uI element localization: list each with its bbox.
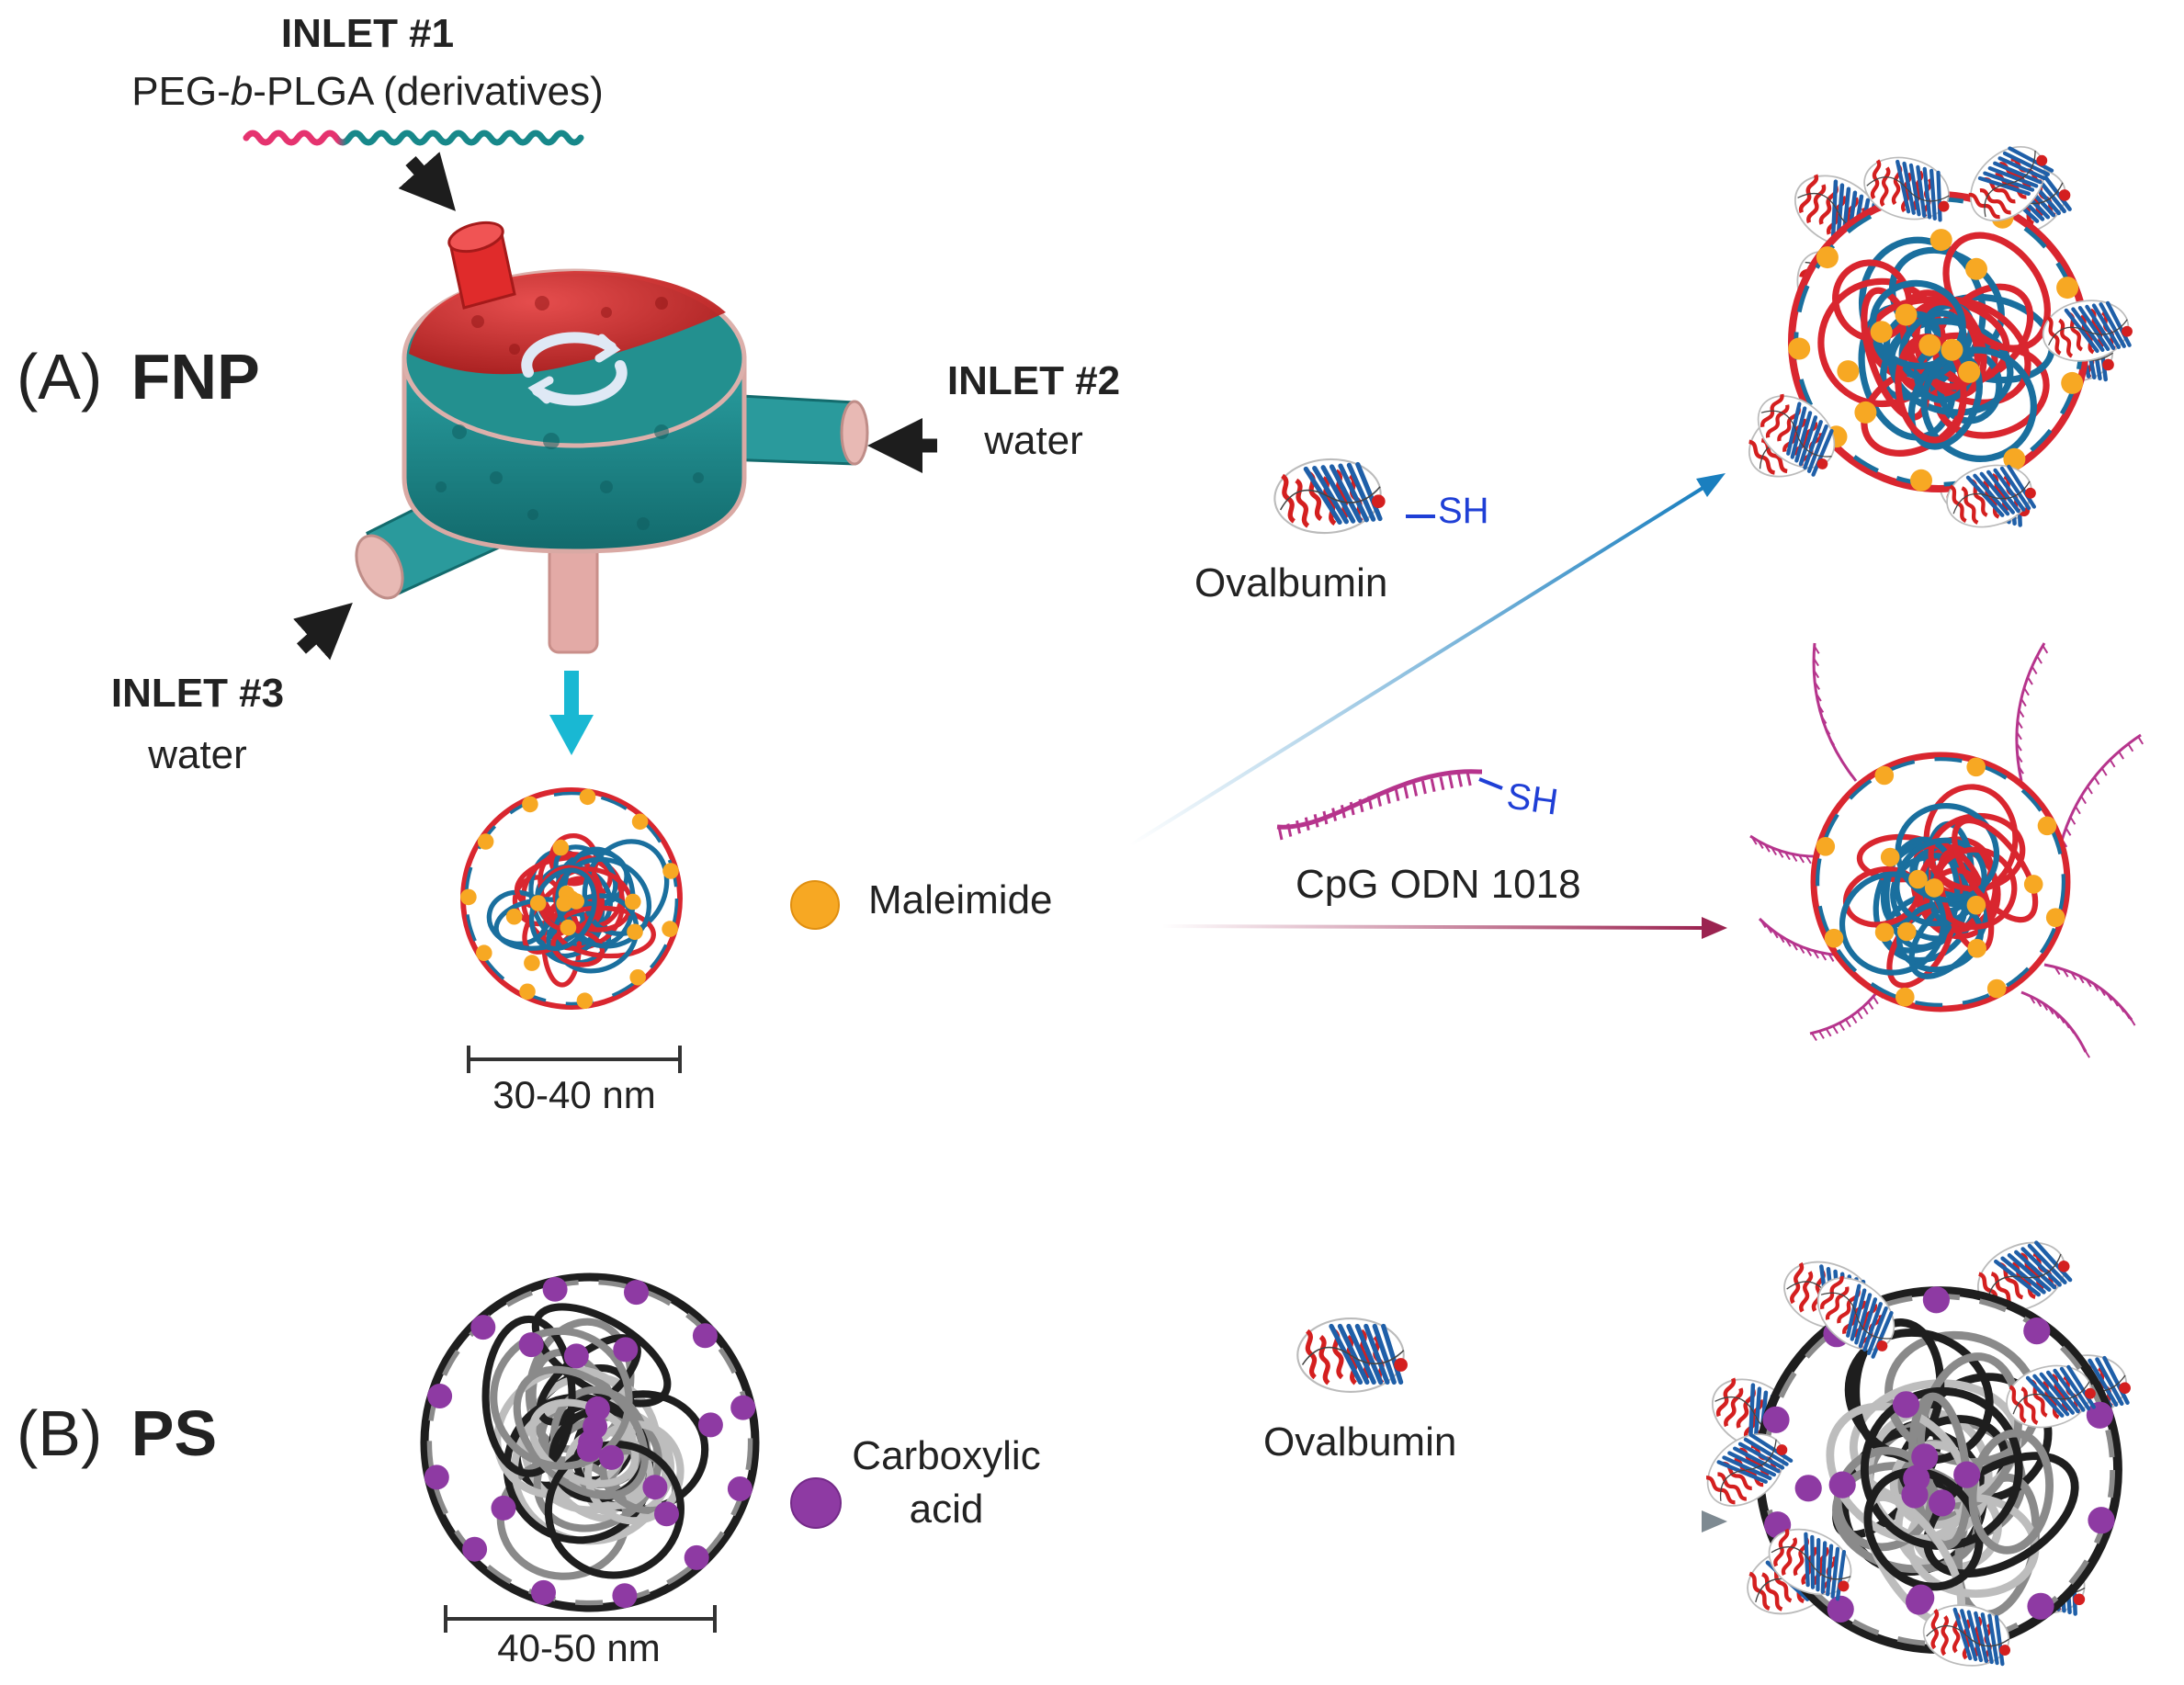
ovalbumin-label-a: Ovalbumin bbox=[1194, 560, 1388, 605]
inlet2-title: INLET #2 bbox=[946, 358, 1121, 403]
ps-nanoparticle-icon bbox=[420, 1272, 760, 1612]
panel-a-label: (A) FNP bbox=[17, 340, 260, 413]
inlet1-polymer-label: PEG-b-PLGA (derivatives) bbox=[131, 69, 604, 114]
ps-ovalbumin-nanoparticle-icon bbox=[1705, 1240, 2131, 1667]
cpg-strand-icon bbox=[1276, 769, 1503, 841]
inlet1-title: INLET #1 bbox=[280, 11, 455, 56]
panel-b-letter: (B) bbox=[17, 1397, 103, 1469]
peg-plga-polymer-icon bbox=[243, 130, 584, 146]
fnp-scale-label: 30-40 nm bbox=[492, 1073, 656, 1116]
carboxylic-acid-dot-icon bbox=[790, 1477, 842, 1529]
inlet1-arrow bbox=[398, 152, 456, 211]
ovalbumin-reaction-arrow bbox=[1128, 473, 1726, 847]
inlet3-arrow bbox=[293, 602, 353, 661]
ovalbumin-protein-icon bbox=[1273, 458, 1386, 535]
maleimide-label: Maleimide bbox=[868, 877, 1053, 922]
fnp-cpg-nanoparticle-icon bbox=[1749, 642, 2144, 1058]
scale-bar-fnp-icon bbox=[467, 1046, 682, 1073]
rotation-arrow-icon bbox=[521, 332, 628, 406]
mixer-icon bbox=[355, 221, 869, 654]
maleimide-dot-icon bbox=[790, 880, 840, 930]
carboxylic-acid-label: Carboxylic acid bbox=[852, 1433, 1041, 1532]
cpg-label: CpG ODN 1018 bbox=[1296, 862, 1581, 907]
ovalbumin-thiol-label: SH bbox=[1438, 491, 1489, 531]
panel-a-name: FNP bbox=[130, 341, 260, 413]
inlet3-title: INLET #3 bbox=[110, 671, 285, 716]
panel-b-label: (B) PS bbox=[17, 1397, 217, 1470]
panel-b-name: PS bbox=[130, 1397, 218, 1469]
cpg-thiol-label: SH bbox=[1504, 775, 1561, 823]
cpg-reaction-arrow bbox=[1161, 917, 1727, 939]
ps-reaction-arrow bbox=[1080, 1510, 1727, 1532]
ovalbumin-protein-icon bbox=[1296, 1317, 1408, 1393]
inlet3-sub: water bbox=[148, 732, 247, 777]
ovalbumin-label-b: Ovalbumin bbox=[1263, 1419, 1457, 1464]
scale-bar-ps-icon bbox=[444, 1605, 717, 1633]
fnp-nanoparticle-icon bbox=[460, 787, 683, 1010]
inlet2-sub: water bbox=[984, 418, 1083, 463]
ps-scale-label: 40-50 nm bbox=[497, 1626, 661, 1669]
output-arrow bbox=[549, 671, 594, 755]
panel-a-letter: (A) bbox=[17, 341, 103, 413]
fnp-ovalbumin-nanoparticle-icon bbox=[1748, 145, 2133, 528]
